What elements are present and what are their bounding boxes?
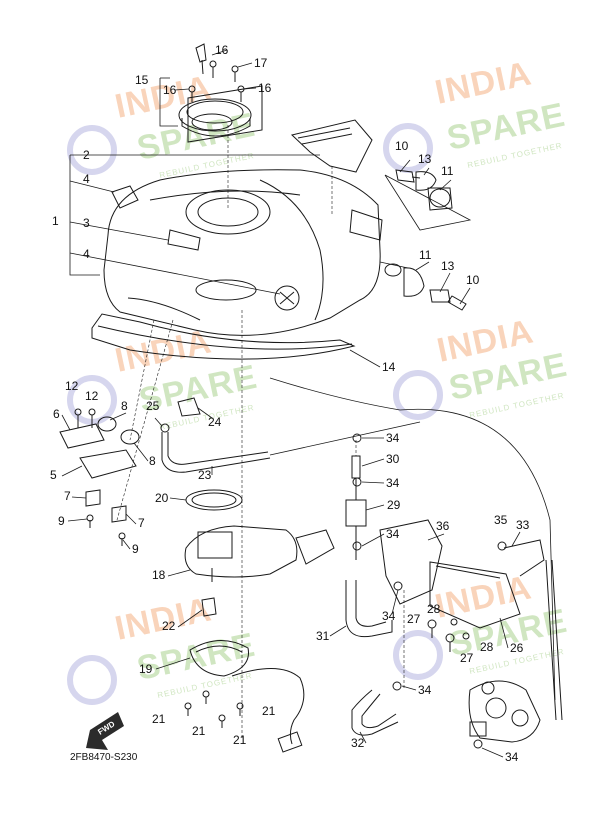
callout-16-right: 16 xyxy=(258,81,272,95)
callout-28-left: 28 xyxy=(427,602,441,616)
callout-21-d: 21 xyxy=(233,733,247,747)
forward-direction-icon: FWD xyxy=(86,712,124,750)
evap-canister-group xyxy=(379,519,563,721)
callout-15: 15 xyxy=(135,73,149,87)
callout-21-c: 21 xyxy=(262,704,276,718)
fuel-pump-assembly xyxy=(184,310,335,753)
callout-33: 33 xyxy=(516,518,530,532)
callout-13-lower: 13 xyxy=(441,259,455,273)
callout-7-right: 7 xyxy=(138,516,145,530)
watermark-logo-icon xyxy=(393,370,443,420)
callout-8-lower: 8 xyxy=(149,454,156,468)
breather-hose-group xyxy=(154,397,421,473)
throttle-body xyxy=(468,680,541,743)
watermark-group: INDIA SPARE REBUILD TOGETHER INDIA SPARE… xyxy=(67,54,571,705)
callout-3: 3 xyxy=(83,216,90,230)
callout-7-left: 7 xyxy=(64,489,71,503)
tank-seal-strip xyxy=(91,313,381,368)
callout-29: 29 xyxy=(387,498,401,512)
callout-10-upper: 10 xyxy=(395,139,409,153)
watermark-right-middle: INDIA SPARE REBUILD TOGETHER xyxy=(393,312,571,420)
callout-32: 32 xyxy=(351,736,365,750)
callout-12-right: 12 xyxy=(85,389,99,403)
watermark-logo-icon xyxy=(393,630,443,680)
callout-4-upper: 4 xyxy=(83,172,90,186)
watermark-india-text: INDIA xyxy=(432,54,535,111)
callout-20: 20 xyxy=(155,491,169,505)
fuel-tank xyxy=(69,154,383,336)
damper-set-upper xyxy=(384,169,472,231)
callout-34-b: 34 xyxy=(386,476,400,490)
callout-9-right: 9 xyxy=(132,542,139,556)
callout-9-left: 9 xyxy=(58,514,65,528)
watermark-lower-left: INDIA SPARE REBUILD TOGETHER xyxy=(67,590,259,705)
damper-set-lower xyxy=(379,261,467,311)
callout-16-left: 16 xyxy=(163,83,177,97)
callout-5: 5 xyxy=(50,468,57,482)
callout-13-upper: 13 xyxy=(418,152,432,166)
callout-14: 14 xyxy=(382,360,396,374)
callout-23: 23 xyxy=(198,468,212,482)
callout-36: 36 xyxy=(436,519,450,533)
fuel-line-group xyxy=(269,377,556,749)
callout-21-a: 21 xyxy=(152,712,166,726)
callout-35: 35 xyxy=(494,513,508,527)
callout-11-upper: 11 xyxy=(441,164,454,178)
callout-1: 1 xyxy=(52,214,59,228)
watermark-logo-icon xyxy=(383,123,433,173)
callout-21-b: 21 xyxy=(192,724,206,738)
callout-34-f: 34 xyxy=(505,750,519,764)
callout-17: 17 xyxy=(254,56,268,70)
callout-18: 18 xyxy=(152,568,166,582)
rear-mount-bracket xyxy=(59,319,174,546)
tank-rear-pad xyxy=(290,119,373,215)
callout-19: 19 xyxy=(139,662,153,676)
callout-16-top: 16 xyxy=(215,43,229,57)
watermark-logo-icon xyxy=(67,655,117,705)
callout-25: 25 xyxy=(146,399,160,413)
watermark-lower-right: INDIA SPARE REBUILD TOGETHER xyxy=(393,568,571,680)
callout-24: 24 xyxy=(208,415,222,429)
watermark-top: INDIA SPARE REBUILD TOGETHER xyxy=(383,54,569,173)
callout-22: 22 xyxy=(162,619,176,633)
callout-34-d: 34 xyxy=(382,609,396,623)
callout-4-lower: 4 xyxy=(83,247,90,261)
callout-11-lower: 11 xyxy=(419,248,432,262)
callout-34-a: 34 xyxy=(386,431,400,445)
callout-6: 6 xyxy=(53,407,60,421)
callout-28-right: 28 xyxy=(480,640,494,654)
callout-27-right: 27 xyxy=(460,651,474,665)
callout-26: 26 xyxy=(510,641,524,655)
callout-leaders xyxy=(61,49,521,758)
callout-10-lower: 10 xyxy=(466,273,480,287)
callout-34-e: 34 xyxy=(418,683,432,697)
callout-27-left: 27 xyxy=(407,612,421,626)
callout-8-upper: 8 xyxy=(121,399,128,413)
callout-12-left: 12 xyxy=(65,379,79,393)
watermark-logo-icon xyxy=(67,125,117,175)
callout-31: 31 xyxy=(316,629,330,643)
fuel-cap-assembly xyxy=(159,43,263,210)
diagram-reference-code: 2FB8470-S230 xyxy=(70,752,138,763)
callout-labels: 1 2 3 4 4 5 6 7 7 8 8 9 9 10 10 11 11 12… xyxy=(50,43,530,764)
watermark-middle: INDIA SPARE REBUILD TOGETHER xyxy=(67,322,261,432)
callout-34-c: 34 xyxy=(386,527,400,541)
callout-30: 30 xyxy=(386,452,400,466)
callout-2: 2 xyxy=(83,148,90,162)
